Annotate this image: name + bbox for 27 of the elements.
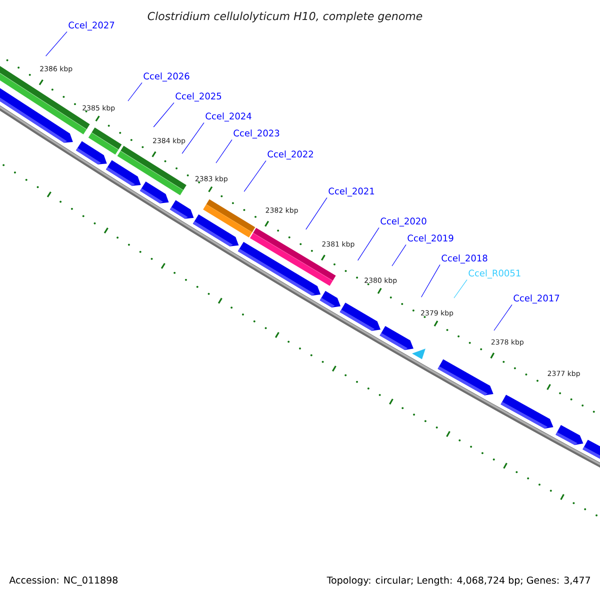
leader-line — [494, 304, 512, 331]
gene-label: Ccel_R0051 — [468, 270, 520, 278]
leader-line — [392, 244, 406, 266]
leader-line — [454, 279, 468, 298]
gene-label: Ccel_2017 — [514, 294, 560, 304]
leader-line — [421, 264, 440, 298]
gene-label: Ccel_2022 — [268, 150, 313, 160]
title: Clostridium cellulolyticum H10, complete genome — [148, 12, 422, 22]
gene-label: Ccel_2020 — [380, 218, 426, 226]
leader-line — [216, 139, 232, 164]
gene-label: Ccel_2026 — [144, 72, 190, 82]
leader-line — [306, 197, 328, 230]
leader-line — [244, 160, 266, 192]
leader-line — [182, 122, 204, 154]
gene-label: Ccel_2025 — [176, 92, 222, 102]
gene-label: Ccel_2018 — [442, 254, 488, 264]
gene-label: Ccel_2027 — [68, 22, 114, 30]
leader-line — [358, 227, 380, 261]
leader-line — [128, 82, 142, 102]
footer-text: Topology: circular; Length: 4,068,724 bp; Genes: 3,477 — [326, 576, 590, 586]
gene-label: Ccel_2021 — [328, 188, 374, 196]
footer-text: Accession: NC_011898 — [9, 576, 118, 586]
gene-label: Ccel_2019 — [408, 234, 454, 244]
gene-label: Ccel_2023 — [234, 130, 280, 138]
leader-line — [153, 102, 174, 128]
gene-label: Ccel_2024 — [206, 112, 252, 122]
leader-line — [46, 31, 68, 56]
